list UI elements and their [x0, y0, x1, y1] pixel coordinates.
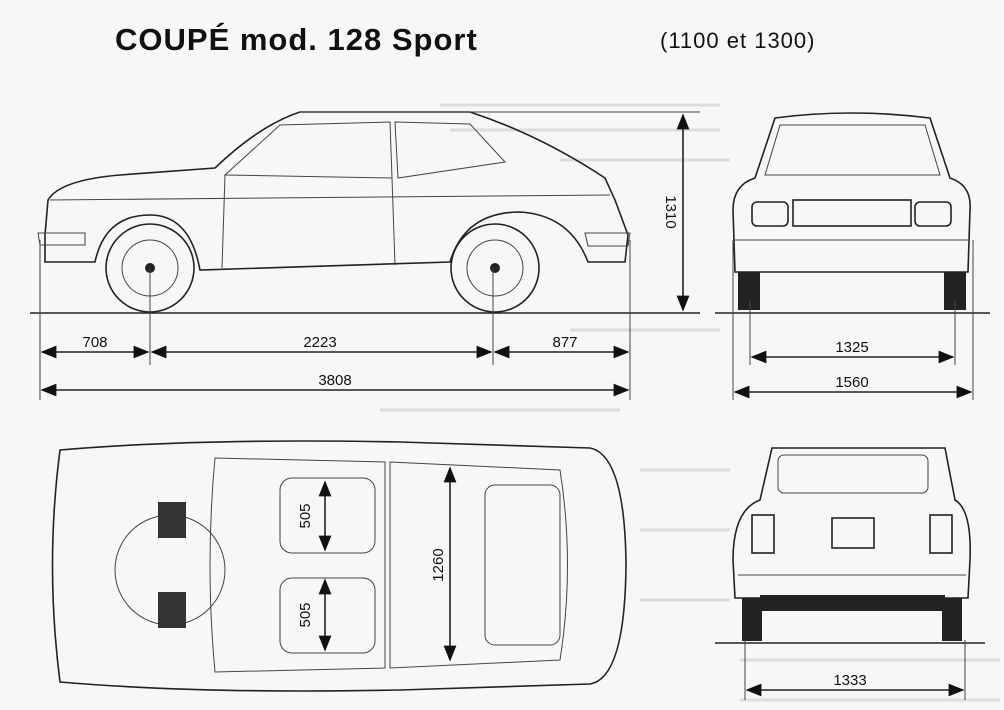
- drawing-title: COUPÉ mod. 128 Sport: [115, 22, 478, 57]
- top-view: 505 505 1260: [51, 440, 627, 692]
- seat-width-rear-label: 505: [297, 602, 314, 627]
- height-label: 1310: [662, 195, 679, 228]
- length-label: 3808: [318, 372, 351, 389]
- side-view: 1310 708 2223 877 3808: [30, 111, 700, 400]
- drawing-subtitle: (1100 et 1300): [660, 28, 816, 53]
- front-overhang-label: 708: [82, 334, 107, 351]
- front-view: 1325 1560: [715, 112, 990, 400]
- seat-width-front-label: 505: [297, 503, 314, 528]
- rear-view: 1333: [715, 447, 985, 700]
- interior-width-label: 1260: [430, 548, 447, 581]
- front-track-label: 1325: [835, 339, 868, 356]
- width-label: 1560: [835, 374, 868, 391]
- wheelbase-label: 2223: [303, 334, 336, 351]
- rear-track-label: 1333: [833, 672, 866, 689]
- background-text-lines: [380, 103, 1000, 702]
- rear-wheel: [450, 223, 540, 313]
- rear-overhang-label: 877: [552, 334, 577, 351]
